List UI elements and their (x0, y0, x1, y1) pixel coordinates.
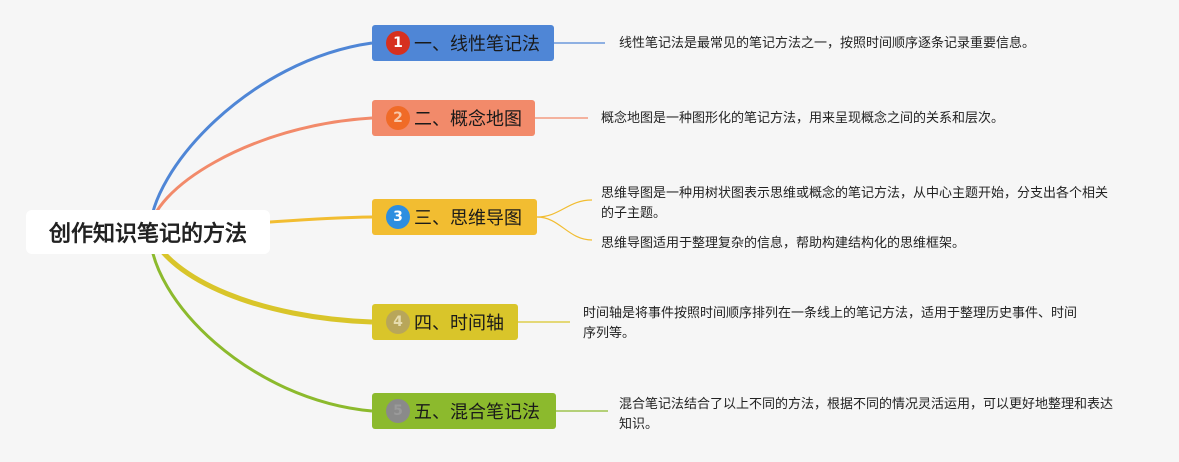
branch-label: 五、混合笔记法 (414, 402, 540, 423)
root-topic[interactable]: 创作知识笔记的方法 (26, 210, 270, 254)
number-badge-3: 3 (386, 205, 410, 229)
branch-label: 一、线性笔记法 (414, 34, 540, 55)
leader-line-3b (536, 216, 593, 241)
branch-linear-notes[interactable]: 1 一、线性笔记法 (372, 25, 554, 61)
curve-branch-5 (148, 231, 373, 413)
branch-label: 三、思维导图 (414, 208, 522, 229)
note-concept-map[interactable]: 概念地图是一种图形化的笔记方法，用来呈现概念之间的关系和层次。 (601, 111, 1005, 126)
number-badge-5: 5 (386, 399, 410, 423)
branch-concept-map[interactable]: 2 二、概念地图 (372, 100, 535, 136)
note-mind-map-1[interactable]: 思维导图是一种用树状图表示思维或概念的笔记方法，从中心主题开始，分支出各个相关的… (601, 186, 1109, 221)
note-timeline[interactable]: 时间轴是将事件按照时间顺序排列在一条线上的笔记方法，适用于整理历史事件、时间序列… (583, 306, 1078, 341)
number-badge-2: 2 (386, 106, 410, 130)
note-linear-notes[interactable]: 线性笔记法是最常见的笔记方法之一，按照时间顺序逐条记录重要信息。 (619, 36, 1036, 51)
branch-label: 二、概念地图 (414, 109, 522, 130)
root-topic-label: 创作知识笔记的方法 (48, 222, 247, 247)
curve-branch-1 (148, 41, 373, 233)
branch-mixed-notes[interactable]: 5 五、混合笔记法 (372, 393, 556, 429)
number-badge-1: 1 (386, 31, 410, 55)
branch-label: 四、时间轴 (414, 313, 504, 334)
note-mind-map-2[interactable]: 思维导图适用于整理复杂的信息，帮助构建结构化的思维框架。 (601, 236, 966, 251)
branch-mind-map[interactable]: 3 三、思维导图 (372, 199, 537, 235)
branch-timeline[interactable]: 4 四、时间轴 (372, 304, 518, 340)
number-badge-4: 4 (386, 310, 410, 334)
leader-line-3a (536, 199, 593, 218)
note-mixed-notes[interactable]: 混合笔记法结合了以上不同的方法，根据不同的情况灵活运用，可以更好地整理和表达知识… (619, 397, 1114, 432)
